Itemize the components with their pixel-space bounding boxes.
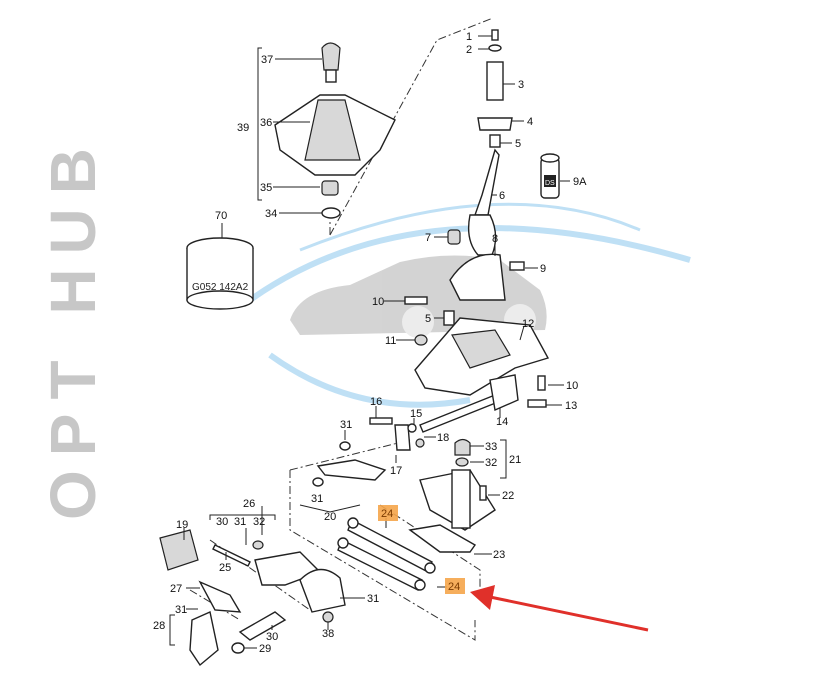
- callout-19: 19: [176, 519, 188, 531]
- part-7: [447, 229, 461, 245]
- ring-34: [321, 207, 341, 219]
- housing-12-part: [414, 317, 550, 396]
- part-32: [455, 457, 469, 467]
- part-9a-marking: DS: [545, 180, 555, 187]
- callout-31c: 31: [234, 516, 246, 528]
- link-30: [238, 611, 287, 641]
- watermark-text: OPT HUB: [37, 134, 109, 520]
- callout-5: 5: [515, 138, 521, 150]
- callout-29: 29: [259, 643, 271, 655]
- callout-38: 38: [322, 628, 334, 640]
- ring-70-marking: G052 142A2: [192, 282, 249, 293]
- nut-11: [414, 334, 428, 346]
- bracket-20-part: [312, 441, 387, 487]
- callout-36: 36: [260, 117, 272, 129]
- callout-21: 21: [509, 454, 521, 466]
- part-15: [407, 423, 417, 433]
- callout-30a: 30: [216, 516, 228, 528]
- gear-knob-part: [321, 42, 341, 83]
- part-9a: [540, 153, 560, 199]
- bolt-10a: [404, 296, 428, 305]
- part-28: [189, 611, 219, 667]
- callout-39: 39: [237, 122, 249, 134]
- bolt-25: [212, 544, 251, 567]
- callout-5b: 5: [425, 313, 431, 325]
- callout-31d: 31: [367, 593, 379, 605]
- bolt-22: [479, 485, 487, 501]
- callout-2: 2: [466, 44, 472, 56]
- callout-6: 6: [499, 190, 505, 202]
- callout-26: 26: [243, 498, 255, 510]
- callout-22: 22: [502, 490, 514, 502]
- callout-3: 3: [518, 79, 524, 91]
- callout-24-lower-text: 24: [448, 581, 460, 593]
- callout-33: 33: [485, 441, 497, 453]
- callout-20: 20: [324, 511, 336, 523]
- callout-23: 23: [493, 549, 505, 561]
- callout-14: 14: [496, 416, 508, 428]
- callout-labels: 1 2 3 4 5 6 9A 37 36 39 35 34 70 7 8 9 1…: [153, 31, 587, 655]
- callout-34: 34: [265, 208, 277, 220]
- callout-27: 27: [170, 583, 182, 595]
- callout-15: 15: [410, 408, 422, 420]
- callout-4: 4: [527, 116, 533, 128]
- shift-rods-24: [337, 517, 436, 591]
- callout-32b: 32: [253, 516, 265, 528]
- callout-37: 37: [261, 54, 273, 66]
- red-arrow-icon: [470, 585, 649, 632]
- shift-lever-part: [467, 29, 513, 256]
- callout-31a: 31: [340, 419, 352, 431]
- callout-35: 35: [260, 182, 272, 194]
- callout-18: 18: [437, 432, 449, 444]
- callout-10a: 10: [372, 296, 384, 308]
- callout-10b: 10: [566, 380, 578, 392]
- plate-23: [408, 524, 477, 553]
- shaft-14-part: [419, 374, 519, 433]
- callout-7: 7: [425, 232, 431, 244]
- callout-1: 1: [466, 31, 472, 43]
- callout-17: 17: [390, 465, 402, 477]
- part-8: [449, 253, 506, 301]
- selector-21-part: [419, 469, 496, 531]
- callout-31b: 31: [311, 493, 323, 505]
- bushing-35: [321, 180, 339, 196]
- callout-30b: 30: [266, 631, 278, 643]
- group-braces: [169, 47, 507, 646]
- part-18: [415, 438, 425, 448]
- callout-25: 25: [219, 562, 231, 574]
- callout-13: 13: [565, 400, 577, 412]
- callout-70: 70: [215, 210, 227, 222]
- bolt-9: [509, 261, 525, 271]
- callout-12: 12: [522, 318, 534, 330]
- callout-32a: 32: [485, 457, 497, 469]
- part-33: [454, 438, 471, 456]
- part-27: [198, 580, 242, 613]
- nut-38: [322, 611, 334, 623]
- spring-5: [443, 310, 455, 326]
- callout-9: 9: [540, 263, 546, 275]
- callout-16: 16: [370, 396, 382, 408]
- shift-boot-part: [274, 94, 396, 176]
- part-29: [231, 642, 245, 654]
- callout-31e: 31: [175, 604, 187, 616]
- ring-70-part: [186, 237, 254, 310]
- highlighted-callout-24-lower: 24: [445, 578, 465, 594]
- assembly-outline-upper: [329, 17, 494, 236]
- part-19: [159, 529, 199, 571]
- part-17: [394, 424, 411, 451]
- bolt-16: [369, 417, 393, 425]
- callout-8: 8: [492, 233, 498, 245]
- bolt-10b: [537, 375, 546, 391]
- callout-9a: 9A: [573, 176, 587, 188]
- callout-28: 28: [153, 620, 165, 632]
- housing-part: [299, 568, 346, 613]
- bolt-13: [527, 399, 547, 408]
- callout-24-upper-text: 24: [381, 508, 393, 520]
- callout-11: 11: [385, 335, 396, 347]
- leader-lines: [183, 35, 570, 649]
- highlighted-callout-24-upper: 24: [378, 505, 398, 521]
